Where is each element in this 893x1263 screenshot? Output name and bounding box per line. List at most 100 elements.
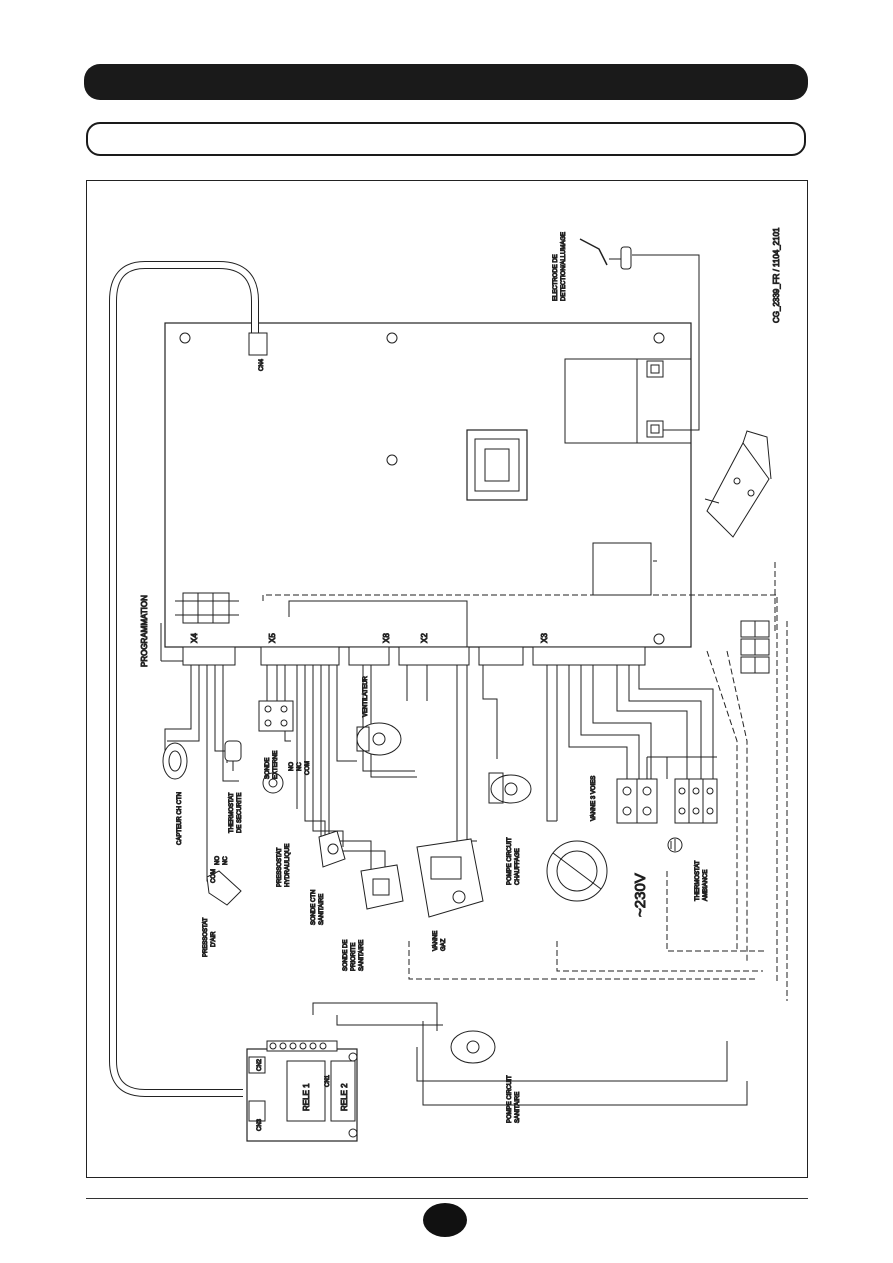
programming-cable-outer — [109, 261, 259, 1097]
ignition-terminal-inner — [650, 364, 660, 374]
subsection-title-bar — [86, 122, 806, 156]
ignition-terminal — [646, 420, 664, 438]
terminal-screw — [280, 705, 288, 713]
switch-nc-label: NC — [223, 856, 229, 865]
pcb-mount-hole — [179, 332, 191, 344]
external-probe-terminal — [258, 700, 294, 732]
terminal-screw — [280, 719, 288, 727]
pressostat-hydraulique-label-2: HYDRAULIQUE — [285, 844, 291, 887]
transformer — [466, 429, 528, 501]
sonde-externe-label-2: EXTERNE — [273, 751, 279, 779]
transformer-core — [474, 438, 520, 492]
pompe-chauffage-label-1: POMPE CIRCUIT — [507, 837, 513, 885]
ignition-terminal — [646, 360, 664, 378]
sonde-priorite-label-3: SANITAIRE — [359, 940, 365, 971]
connector-cn4: CN4 — [259, 358, 265, 371]
heating-pump-body — [488, 772, 504, 804]
dhw-priority-probe — [360, 864, 404, 910]
three-way-valve-inner — [556, 850, 598, 892]
connector-cn1: CN1 — [325, 1074, 331, 1087]
cn4-plug — [248, 332, 268, 356]
pressostat-air-label-1: PRESSOSTAT — [203, 917, 209, 957]
switch-com-label: COM — [211, 869, 217, 883]
ignition-terminal-inner — [650, 424, 660, 434]
mains-terminal-block — [616, 756, 718, 824]
dhw-ntc-probe — [318, 830, 346, 868]
connector-x8: X8 — [382, 633, 391, 643]
dhw-pump-return — [416, 1041, 728, 1082]
dhw-pump-wiring — [312, 1002, 748, 1106]
programming-cable-inner — [110, 262, 258, 1096]
electrode-wire — [632, 254, 700, 431]
pcb-mount-hole — [653, 332, 665, 344]
capteur-sensor-core — [168, 750, 182, 772]
connector-cn2: CN2 — [257, 1058, 263, 1071]
relay-1 — [286, 1060, 326, 1122]
wiring-runs — [164, 600, 714, 882]
sonde-priorite-label-2: PRIORITE — [351, 943, 357, 971]
pcb-relay — [592, 542, 652, 596]
programming-plug — [182, 592, 230, 624]
connector-cn3: CN3 — [257, 1118, 263, 1131]
electrode-label-1: ELECTRODE DE — [553, 254, 559, 301]
mains-voltage-label: ~230V — [632, 873, 649, 917]
thermostat-ambiance-label-2: AMBIANCE — [703, 870, 709, 901]
thermostat-securite-label-2: DE SECURITE — [237, 793, 243, 833]
fan-hub — [372, 732, 386, 746]
bracket-hole — [747, 489, 755, 497]
gas-valve-port — [452, 890, 466, 904]
vanne-3-voies-label: VANNE 3 VOIES — [591, 776, 597, 821]
connector-x5: X5 — [268, 633, 277, 643]
electrode-rod — [579, 238, 608, 266]
thermostat-securite-label-1: THERMOSTAT — [229, 792, 235, 833]
terminal-screw — [264, 705, 272, 713]
vanne-gaz-label-2: GAZ — [441, 938, 447, 951]
gas-valve — [416, 838, 484, 918]
section-title-bar — [84, 64, 808, 100]
hydraulic-switch-no-label: NO — [289, 762, 295, 771]
ventilateur-label: VENTILATEUR — [363, 675, 369, 717]
connector-x3: X3 — [540, 633, 549, 643]
wiring-diagram: CG_2339_FR / 1104_2101 ELECTRODE DE DETE… — [109, 226, 788, 1142]
terminal-screw — [264, 719, 272, 727]
sonde-externe-label-1: SONDE — [265, 758, 271, 779]
connector-strip — [182, 646, 646, 666]
wiring-diagram-frame: CG_2339_FR / 1104_2101 ELECTRODE DE DETE… — [86, 180, 808, 1178]
dhw-priority-probe-core — [372, 878, 390, 896]
transformer-inner — [484, 448, 510, 482]
relay-terminal-strip — [266, 1040, 338, 1052]
earth-symbol — [667, 837, 683, 853]
electrode-label-2: DETECTION/ALLUMAGE — [561, 232, 567, 301]
cn3-connector — [248, 1056, 266, 1074]
hydraulic-pressure-switch-core — [268, 778, 278, 788]
earth-runs — [262, 561, 788, 1001]
hydraulic-switch-nc-label: NC — [297, 762, 303, 771]
bracket-tab — [704, 498, 720, 504]
pompe-chauffage-label-2: CHAUFFAGE — [515, 848, 521, 885]
pcb-mount-hole — [653, 633, 665, 645]
cn4-connector — [248, 1100, 266, 1122]
connector-x4: X4 — [190, 633, 199, 643]
electrode-body — [620, 246, 632, 270]
hydraulic-switch-com-label: COM — [305, 761, 311, 775]
pressostat-hydraulique-label-1: PRESSOSTAT — [277, 847, 283, 887]
relay-2 — [330, 1060, 356, 1122]
footer-divider — [86, 1198, 808, 1199]
heating-pump-hub — [504, 782, 518, 796]
rele-2-label: RELE 2 — [340, 1083, 349, 1111]
ignition-module — [564, 358, 692, 444]
mounting-bracket-edge — [742, 430, 772, 480]
fan — [356, 722, 402, 756]
pcb-mount-hole — [386, 454, 398, 466]
dhw-pump-hub — [466, 1040, 480, 1054]
sonde-ctn-label-1: SONDE CTN — [311, 890, 317, 925]
main-pcb — [164, 322, 692, 648]
page-number-badge — [423, 1203, 467, 1237]
switch-no-label: NO — [215, 856, 221, 865]
capteur-label: CAPTEUR CH CTN — [177, 792, 183, 845]
three-way-valve-axis — [552, 852, 602, 890]
relay-board — [246, 1048, 358, 1142]
dhw-ntc-probe-core — [327, 843, 339, 855]
vanne-gaz-label-1: VANNE — [433, 931, 439, 951]
relay-board-hole — [348, 1052, 358, 1062]
